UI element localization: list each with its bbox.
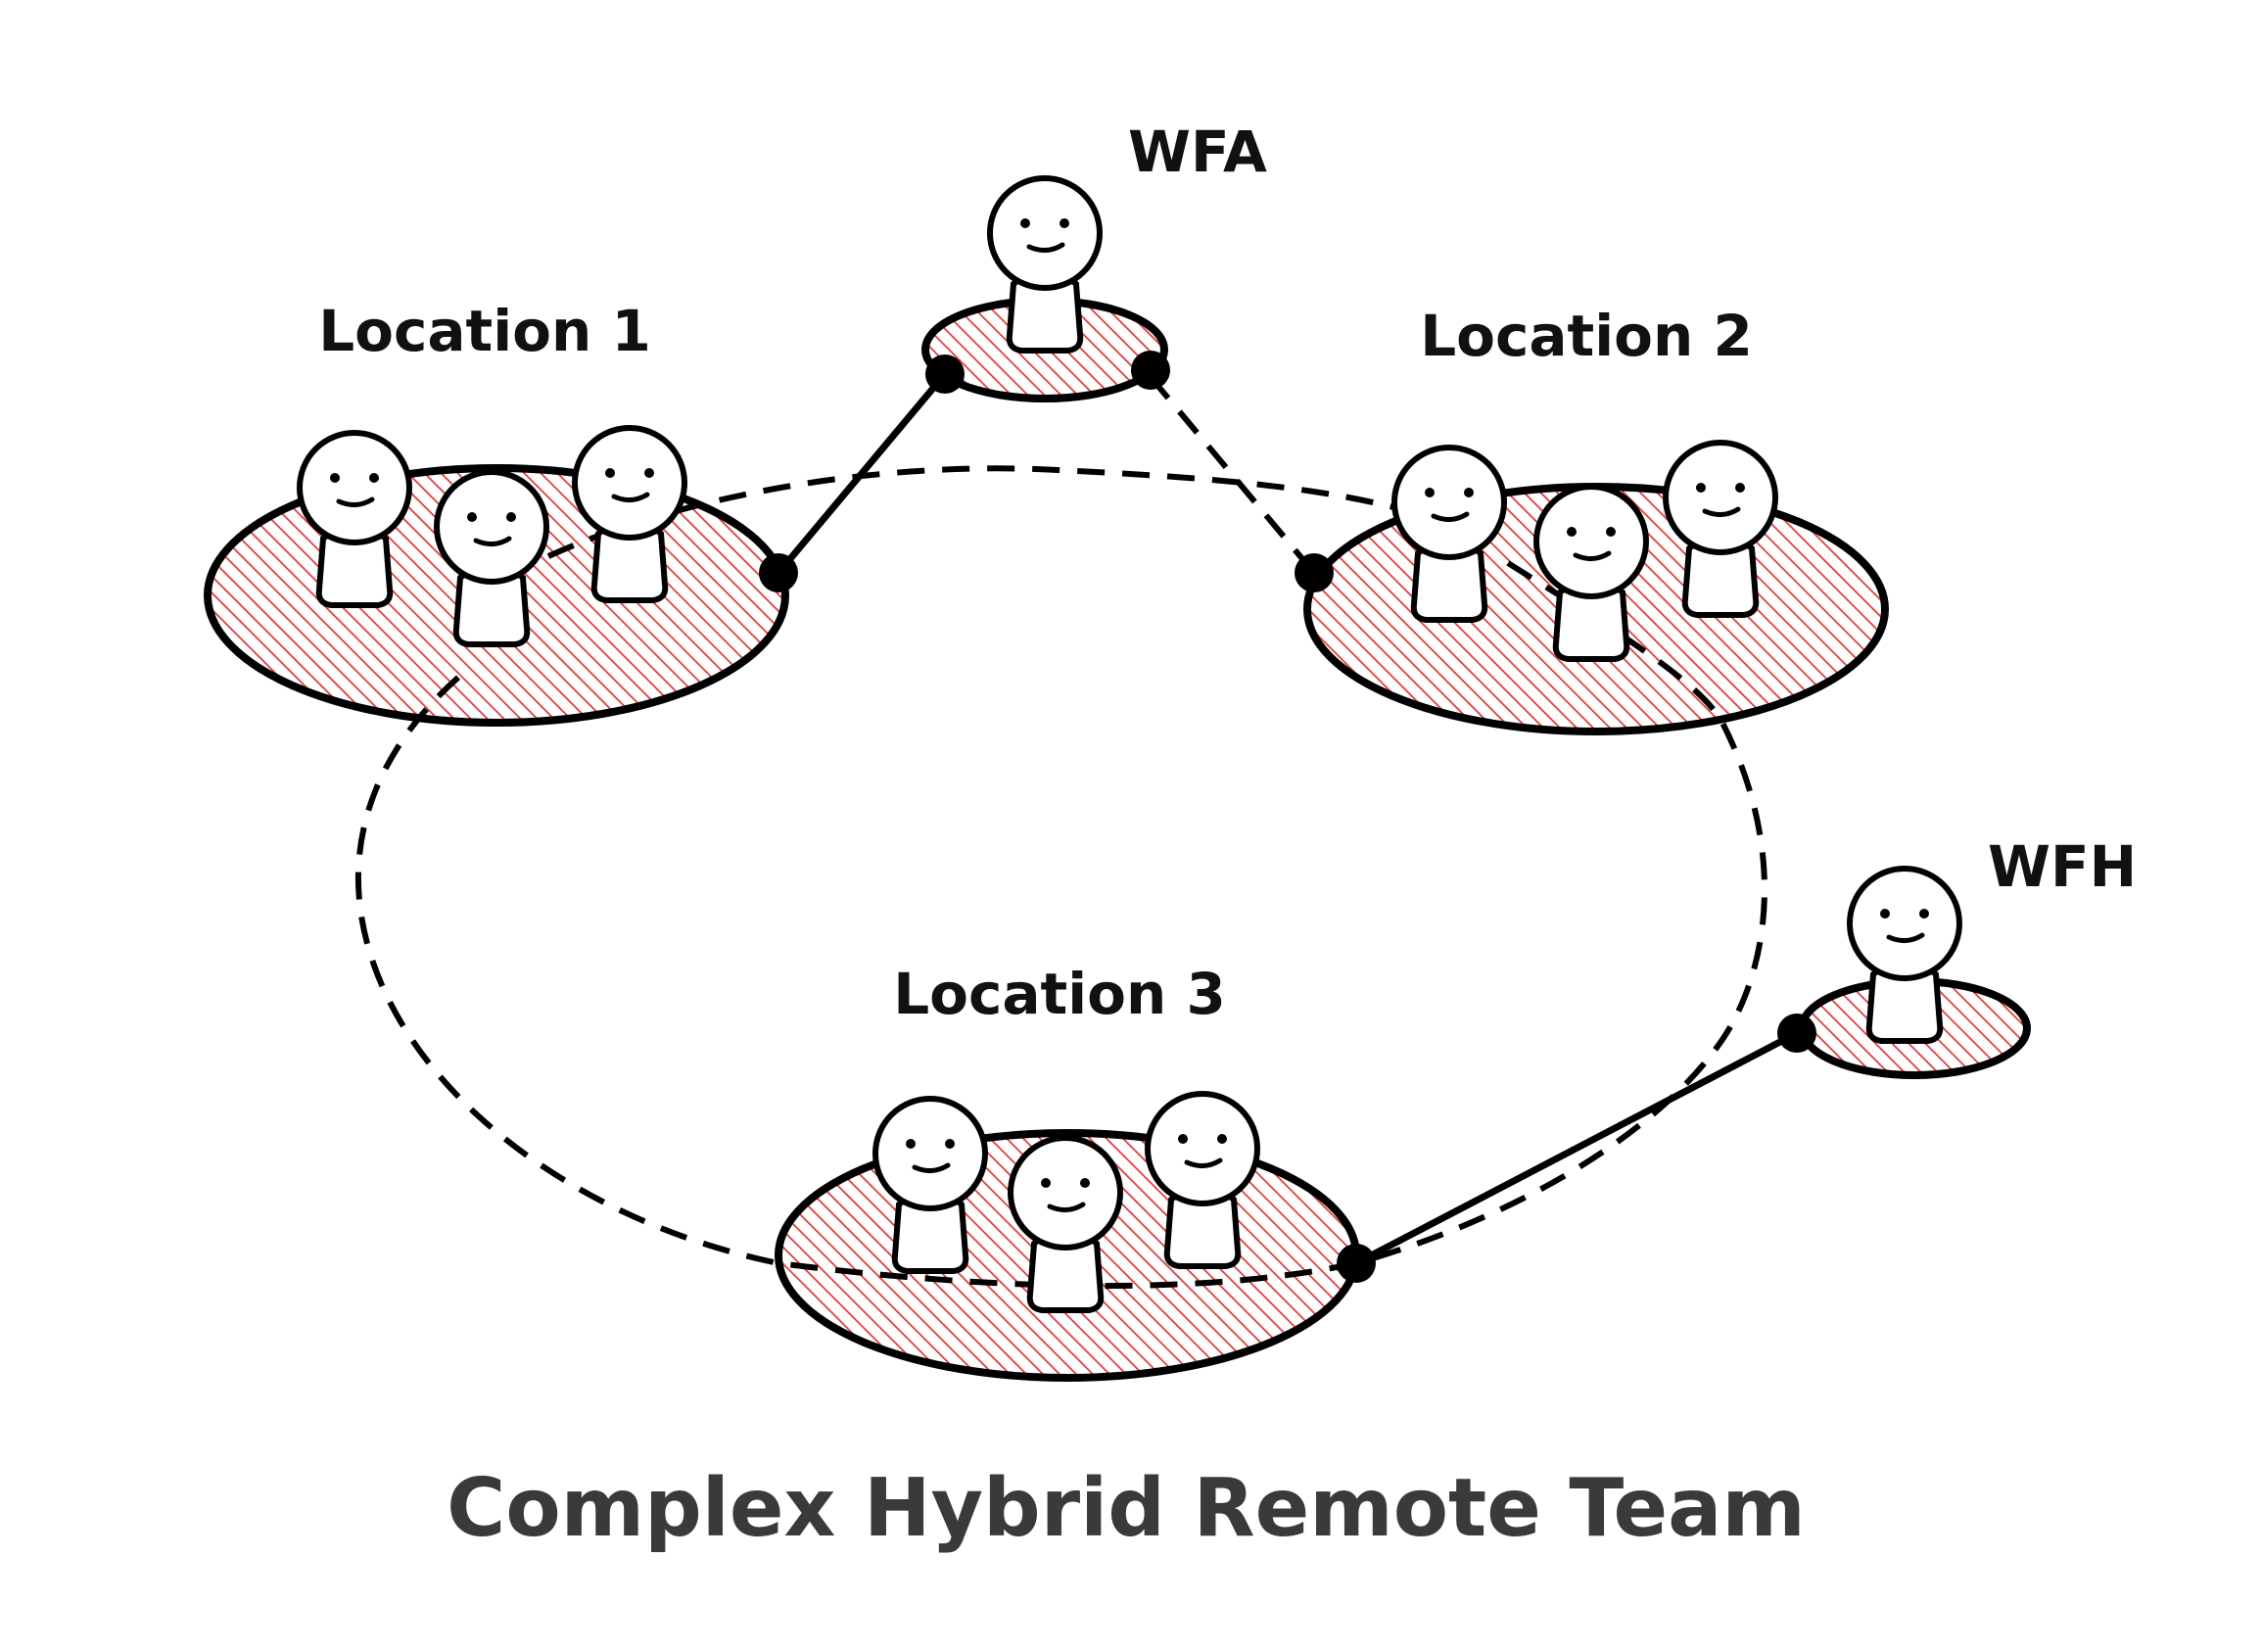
label-location-2: Location 2 xyxy=(1420,303,1753,369)
label-wfa: WFA xyxy=(1128,118,1267,185)
connector-dot xyxy=(925,354,965,394)
connector-dot xyxy=(1131,351,1170,390)
link-location1-location2 xyxy=(546,465,1441,559)
connector-dot xyxy=(1777,1014,1816,1053)
label-location-3: Location 3 xyxy=(893,961,1226,1027)
diagram-title: Complex Hybrid Remote Team xyxy=(447,1462,1806,1555)
link-location3-wfh xyxy=(1352,1029,1801,1267)
link-location1-wfa xyxy=(775,370,949,577)
label-location-1: Location 1 xyxy=(318,298,651,364)
link-location2-location3 xyxy=(1355,560,1767,1266)
connector-dot xyxy=(1337,1244,1376,1283)
connector-dot xyxy=(759,553,798,592)
label-wfh: WFH xyxy=(1988,833,2137,900)
connector-dot xyxy=(1295,553,1334,592)
